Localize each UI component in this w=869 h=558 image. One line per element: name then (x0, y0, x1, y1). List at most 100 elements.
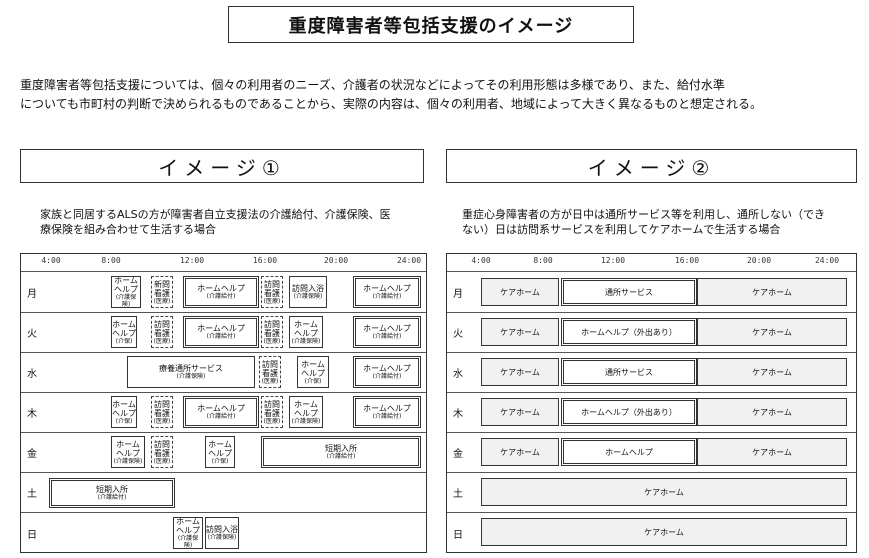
image2-service-block: 通所サービス (561, 358, 697, 386)
image2-service-label: ケアホーム (752, 287, 792, 297)
image2-service-label: ホームヘルプ (605, 447, 653, 457)
image2-service-label: ホームヘルプ（外出あり） (581, 407, 677, 417)
image1-service-sublabel: (介護給付) (326, 453, 356, 460)
image1-service-block: ホームヘルプ(介保) (205, 436, 235, 468)
image1-service-sublabel: (医療) (263, 297, 281, 305)
image1-service-label: ホーム (112, 399, 136, 409)
image1-tick-0: 4:00 (41, 256, 61, 265)
image1-row-1: 火ホームヘルプ(介保)訪問看護(医療)ホームヘルプ(介護給付)訪問看護(医療)ホ… (21, 312, 426, 353)
image1-service-block: 訪問看護(医療) (261, 396, 283, 428)
image2-service-block: ケアホーム (481, 478, 847, 506)
image2-day-label: 日 (453, 529, 463, 541)
image1-service-label: ヘルプ (114, 285, 138, 294)
image1-service-label: 看護 (154, 408, 170, 418)
image2-service-block: ケアホーム (481, 358, 559, 386)
image1-service-sublabel: (介護給付) (372, 373, 402, 380)
image1-service-sublabel: (介保) (211, 457, 229, 465)
image1-service-label: ホームヘルプ (363, 324, 411, 333)
image1-service-sublabel: (介護保険) (176, 373, 206, 380)
image1-service-label: 訪問 (264, 399, 280, 409)
image1-tick-3: 16:00 (252, 256, 278, 265)
image1-service-sublabel: (介保) (304, 377, 322, 385)
image2-service-label: ケアホーム (752, 447, 792, 457)
image1-service-label: 訪問 (264, 279, 280, 289)
image2-service-label: ケアホーム (500, 327, 540, 337)
image1-service-sublabel: (介護保険) (113, 457, 143, 465)
intro-text: 重度障害者等包括支援については、個々の利用者のニーズ、介護者の状況などによってそ… (20, 76, 860, 114)
image2-service-block: ケアホーム (697, 278, 847, 306)
image1-service-sublabel: (医療) (153, 337, 171, 345)
image1-description: 家族と同居するALSの方が障害者自立支援法の介護給付、介護保険、医 療保険を組み… (40, 207, 424, 237)
image2-service-label: 通所サービス (605, 287, 653, 297)
image1-tick-2: 12:00 (179, 256, 205, 265)
image1-service-label: ホーム (112, 319, 136, 329)
image1-service-label: 看護 (262, 368, 278, 378)
image1-service-sublabel: (介護給付) (372, 413, 402, 420)
image1-service-sublabel: (介護給付) (372, 333, 402, 340)
image2-service-block: ホームヘルプ（外出あり） (561, 398, 697, 426)
image1-service-sublabel: (介護給付) (206, 293, 236, 300)
image1-service-block: ホームヘルプ(介保) (111, 396, 137, 428)
image1-service-label: 訪問 (154, 399, 170, 409)
image1-service-sublabel: (介護給付) (206, 413, 236, 420)
image2-tick-3: 16:00 (674, 256, 700, 265)
image1-tick-5: 24:00 (396, 256, 422, 265)
intro-line-2: についても市町村の判断で決められるものであることから、実際の内容は、個々の利用者… (20, 97, 762, 111)
image1-service-sublabel: (介保) (115, 417, 133, 425)
image2-service-block: ケアホーム (481, 278, 559, 306)
image2-service-block: ケアホーム (697, 438, 847, 466)
image1-service-sublabel: (介護給付) (97, 494, 127, 501)
image2-day-label: 火 (453, 329, 463, 340)
image1-service-block: ホームヘルプ(介護保険) (111, 436, 145, 468)
image1-day-label: 水 (27, 369, 37, 380)
image1-day-label: 木 (27, 409, 37, 420)
image1-service-label: 訪問 (264, 319, 280, 329)
image2-row-1: 火ケアホームホームヘルプ（外出あり）ケアホーム (447, 312, 856, 353)
image2-service-block: ケアホーム (697, 318, 847, 346)
image2-service-block: ケアホーム (481, 438, 559, 466)
image1-service-block: ホームヘルプ(介護給付) (353, 356, 421, 388)
image2-service-block: ケアホーム (481, 398, 559, 426)
image2-service-label: ケアホーム (752, 407, 792, 417)
image1-service-label: 短期入所 (96, 485, 128, 494)
image1-row-2: 水療養通所サービス(介護保険)訪問看護(医療)ホームヘルプ(介保)ホームヘルプ(… (21, 352, 426, 393)
image1-service-block: ホームヘルプ(介護給付) (353, 276, 421, 308)
image2-service-block: ケアホーム (697, 398, 847, 426)
image1-service-label: 看護 (154, 328, 170, 338)
image1-service-label: ホームヘルプ (363, 364, 411, 373)
image1-row-4: 金ホームヘルプ(介護保険)訪問看護(医療)ホームヘルプ(介保)短期入所(介護給付… (21, 432, 426, 473)
image1-service-block: 訪問看護(医療) (151, 436, 173, 468)
image1-row-0: 月ホームヘルプ(介護保険)新問看護(医療)ホームヘルプ(介護給付)訪問看護(医療… (21, 272, 426, 313)
image1-service-block: 短期入所(介護給付) (49, 478, 175, 508)
image2-day-label: 金 (453, 449, 463, 460)
image2-service-label: ケアホーム (644, 527, 684, 537)
image2-service-label: ケアホーム (500, 407, 540, 417)
image1-service-sublabel: (介護保険) (207, 534, 237, 541)
image1-service-label: 訪問入浴 (292, 284, 324, 293)
image1-service-label: ホーム (208, 439, 232, 449)
image1-service-sublabel: (医療) (263, 417, 281, 425)
image1-service-label: ホーム (294, 319, 318, 329)
image2-service-label: ケアホーム (752, 327, 792, 337)
image1-service-label: ヘルプ (294, 328, 318, 338)
image1-service-label: 看護 (264, 328, 280, 338)
image1-service-label: ヘルプ (301, 368, 325, 378)
image1-service-label: ホームヘルプ (363, 284, 411, 293)
image1-service-sublabel: (介護保険) (293, 293, 323, 300)
image1-service-sublabel: (医療) (153, 417, 171, 425)
image1-header: イメージ① (20, 149, 424, 183)
image2-row-6: 日 ケアホーム (447, 512, 856, 553)
intro-line-1: 重度障害者等包括支援については、個々の利用者のニーズ、介護者の状況などによってそ… (20, 78, 725, 92)
image2-service-block: 通所サービス (561, 278, 697, 306)
image1-service-label: ヘルプ (116, 448, 140, 458)
image1-service-label: ヘルプ (112, 328, 136, 338)
image1-service-label: 訪問 (154, 319, 170, 329)
image1-row-5: 土短期入所(介護給付) (21, 472, 426, 513)
image1-service-label: 新問 (154, 279, 170, 289)
image1-service-sublabel: (介保) (115, 337, 133, 345)
image1-service-block: ホームヘルプ(介護給付) (353, 316, 421, 348)
image1-day-label: 日 (27, 529, 37, 541)
